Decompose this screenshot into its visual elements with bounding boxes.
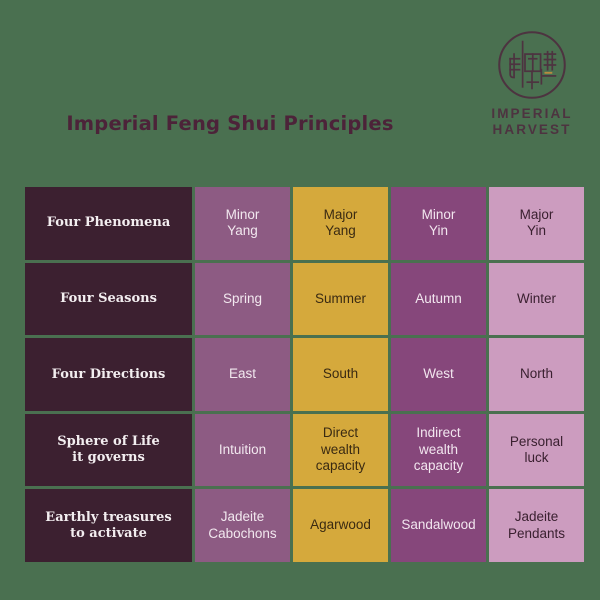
brand-wordmark: IMPERIAL HARVEST [491, 106, 572, 138]
cell-directions-minor-yin: West [391, 338, 486, 411]
row-label-four-seasons: Four Seasons [25, 262, 192, 336]
cell-seasons-major-yang: Summer [293, 262, 388, 336]
wordmark-line-2: HARVEST [492, 122, 572, 137]
row-label-four-directions: Four Directions [25, 338, 192, 411]
imperial-harvest-seal-icon [498, 31, 566, 99]
cell-directions-minor-yang: East [195, 338, 290, 411]
brand-logo: IMPERIAL HARVEST [484, 26, 580, 138]
cell-seasons-major-yin: Winter [489, 262, 584, 336]
row-label-four-phenomena: Four Phenomena [25, 187, 192, 260]
cell-directions-major-yang: South [293, 338, 388, 411]
cell-seasons-minor-yang: Spring [195, 262, 290, 336]
cell-sphere-minor-yang: Intuition [195, 413, 290, 487]
cell-seasons-minor-yin: Autumn [391, 262, 486, 336]
cell-directions-major-yin: North [489, 338, 584, 411]
wordmark-line-1: IMPERIAL [491, 106, 573, 121]
page-title: Imperial Feng Shui Principles [66, 112, 394, 135]
cell-treasures-major-yang: Agarwood [293, 489, 388, 562]
cell-treasures-minor-yin: Sandalwood [391, 489, 486, 562]
